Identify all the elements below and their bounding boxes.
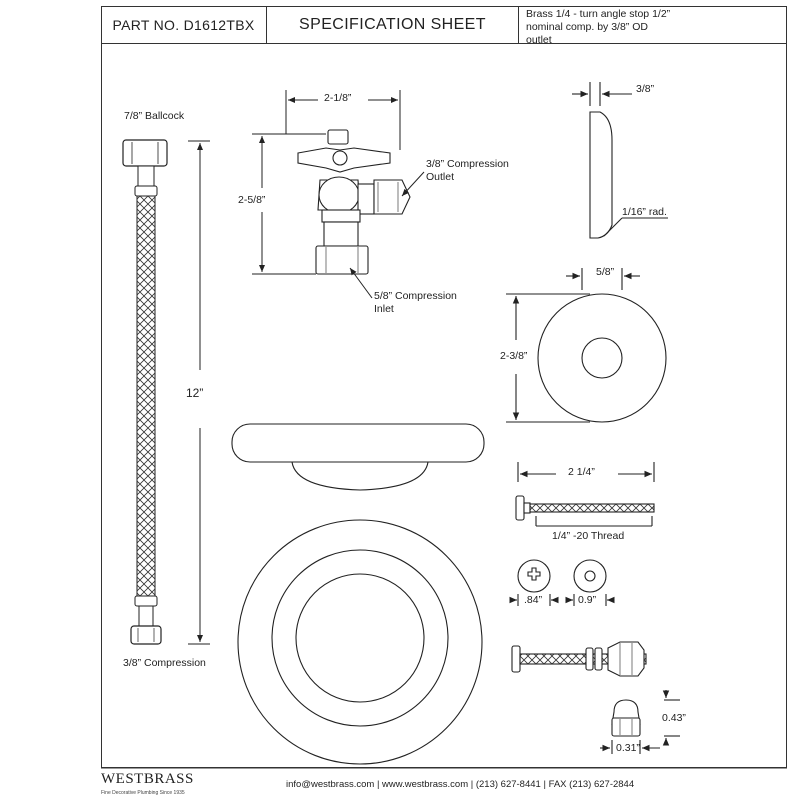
angle-stop-width-label: 2-1/8” [324,92,352,104]
thread-label: 1/4” -20 Thread [552,530,625,542]
description-line: outlet [526,34,552,46]
brand-logo: WESTBRASS [101,771,194,787]
washers-drawing [509,559,615,606]
compression-bottom-label: 3/8” Compression [123,657,206,669]
description-line: nominal comp. by 3/8” OD [526,21,648,33]
outlet-label-line: 3/8” Compression [426,158,509,170]
bolt-drawing [515,462,655,527]
description-line: Brass 1/4 - turn angle stop 1/2” [526,8,671,20]
part-number: PART NO. D1612TBX [101,6,267,44]
bolt-length-label: 2 1/4” [568,466,595,478]
inlet-label: 5/8” Compression Inlet [374,290,457,316]
flange-thickness-label: 3/8” [636,83,655,95]
sheet-title: SPECIFICATION SHEET [267,6,519,44]
ballcock-label: 7/8” Ballcock [124,110,185,122]
angle-stop-drawing [297,129,411,275]
flange-side-profile [572,82,668,239]
washer-right-label: 0.9” [578,594,597,606]
flange-hole-label: 5/8” [596,266,615,278]
cap-nut-height-label: 0.43” [662,712,686,724]
inlet-label-line: Inlet [374,303,394,315]
angle-stop-height-label: 2-5/8” [238,194,266,206]
flange-front-view [506,268,667,423]
cap-nut-drawing [600,690,680,754]
supply-line-drawing [122,139,168,645]
bolt-cap-top-view [237,519,483,765]
inlet-label-line: 5/8” Compression [374,290,457,302]
bolt-cap-side-view [231,423,485,491]
supply-length-label: 12” [186,386,204,400]
outlet-label: 3/8” Compression Outlet [426,158,509,184]
outlet-label-line: Outlet [426,171,455,183]
product-description: Brass 1/4 - turn angle stop 1/2” nominal… [519,6,787,46]
flange-diameter-label: 2-3/8” [500,350,528,362]
washer-left-label: .84” [524,594,543,606]
angle-stop-dimensions [252,90,425,299]
supply-length-dimension [188,140,210,645]
cap-nut-width-label: 0.31” [616,742,640,754]
assembled-bolt-drawing [511,641,647,677]
contact-info: info@westbrass.com | www.westbrass.com |… [286,779,635,790]
flange-radius-label: 1/16” rad. [622,206,667,218]
brand-tagline: Fine Decorative Plumbing Since 1935 [101,790,185,796]
